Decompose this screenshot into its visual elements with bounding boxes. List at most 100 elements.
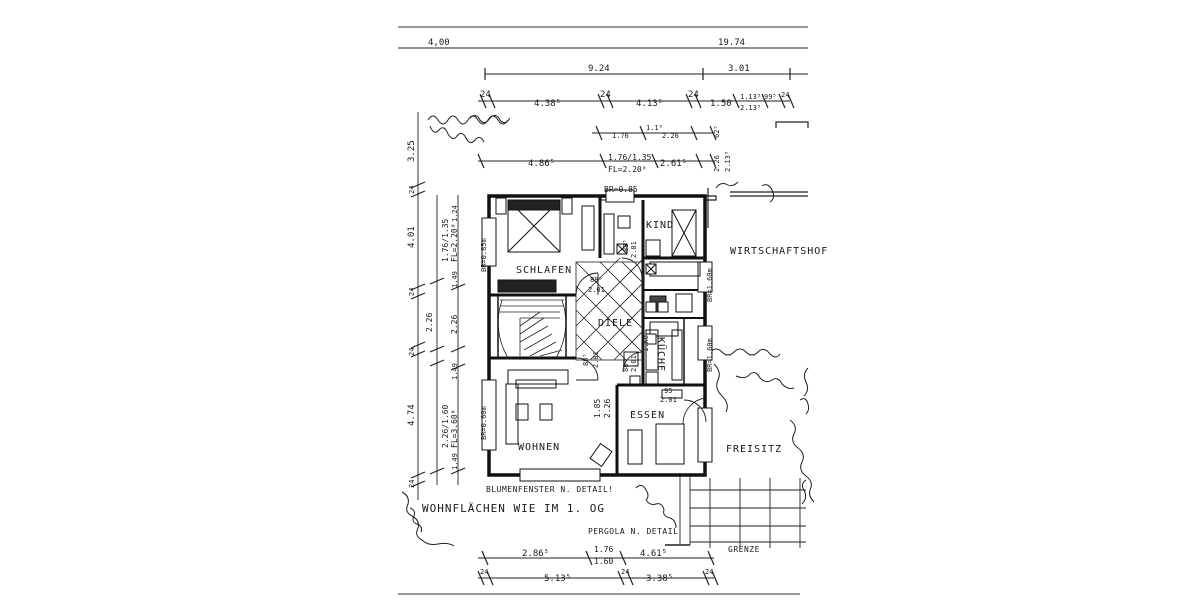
- dim-5-13: 5.13⁵: [544, 574, 571, 584]
- dim-2-26-1-60: 2.26/1.60: [441, 404, 450, 448]
- dim-3-01: 3.01: [728, 64, 750, 74]
- left-dimension-chains: [410, 112, 466, 500]
- opening-br-0-60m: BR=0.60m: [480, 406, 488, 440]
- dim-2-26: 2.26: [603, 399, 612, 418]
- opening-br-0-85: BR=0.85: [604, 185, 638, 194]
- dim-1-76-1-35: 1.76/1.35: [608, 153, 652, 162]
- room-label-diele: DIELE: [598, 318, 633, 329]
- left-dimension-labels: 3.25 24 4.01 24 2.26 24 4.74 24 1.76/1.3…: [407, 140, 459, 488]
- door-2-01: 2.01: [592, 351, 600, 368]
- door-95: 95: [664, 387, 672, 395]
- dim-9-24: 9.24: [588, 64, 610, 74]
- dim-24: 24: [408, 288, 416, 296]
- door-2-01: 2.01: [660, 396, 677, 404]
- door-2-01: 2.01: [588, 286, 605, 294]
- dim-2-26: 2.26: [450, 315, 459, 334]
- dim-1-76-1-35: 1.76/1.35: [441, 218, 450, 262]
- top-dimension-labels: 4,00 19.74 9.24 3.01 24 4.38⁵ 24 4.13⁵ 2…: [428, 38, 789, 174]
- dim-4-74: 4.74: [407, 404, 417, 426]
- staircase: [497, 299, 567, 359]
- dim-99: 99⁵: [764, 93, 777, 101]
- dim-1-76: 1.76: [612, 132, 629, 140]
- dim-1-10: 1.1⁰: [646, 124, 663, 132]
- dim-1-24: 1.24: [451, 205, 459, 222]
- wirtschaftshof-wall: [700, 121, 809, 228]
- room-label-schlafen: SCHLAFEN: [516, 265, 572, 276]
- dim-24: 24: [705, 568, 713, 576]
- dim-2-26-v: 2.26: [713, 155, 721, 172]
- door-swings: [575, 257, 707, 425]
- bottom-dimension-chains: [477, 550, 719, 586]
- note-blumenfenster: BLUMENFENSTER N. DETAIL!: [486, 485, 614, 494]
- symbol-boxes: [616, 243, 683, 399]
- door-88: 88⁵: [622, 239, 630, 252]
- dim-19-74: 19.74: [718, 38, 745, 48]
- dim-1-50: 1.50: [710, 99, 732, 109]
- dim-24: 24: [621, 568, 629, 576]
- door-88: 88⁵: [582, 353, 590, 366]
- door-2-01: 2.01: [630, 355, 638, 372]
- dim-1-49: 1.49: [451, 271, 459, 288]
- dim-2-26: 2.26: [425, 313, 434, 332]
- dim-3-38: 3.38⁵: [646, 574, 673, 584]
- dim-2-13-v: 2.13⁵: [724, 151, 732, 172]
- room-label-wohnen: WOHNEN: [518, 442, 560, 453]
- dim-4-01: 4.01: [407, 226, 417, 248]
- door-88: 88⁵: [622, 359, 630, 372]
- dim-2-13: 2.13⁵: [740, 104, 761, 112]
- bottom-dimension-labels: 2.86⁵ 1.76 1.60 4.61⁵ 24 5.13⁵ 24 3.38⁵ …: [480, 545, 713, 584]
- room-label-kind: KIND: [646, 220, 674, 231]
- opening-annotations: BR=0.85 BR=0.85m BR=0.60m BR=1.60m BR=1.…: [480, 185, 714, 440]
- sheet-border: [398, 26, 808, 595]
- dim-1-49: 1.49: [451, 453, 459, 470]
- opening-br-1-60m: BR=1.60m: [706, 338, 714, 372]
- room-labels: SCHLAFEN KIND DIELE KÜCHE WOHNEN ESSEN F…: [516, 220, 828, 455]
- top-dimension-chains: [398, 47, 808, 169]
- furniture: [495, 197, 701, 468]
- dim-24: 24: [600, 90, 611, 100]
- dim-24: 24: [480, 90, 491, 100]
- window-marks: [481, 189, 713, 482]
- dim-24: 24: [408, 480, 416, 488]
- note-grenze: GRENZE: [728, 545, 760, 554]
- dim-3-25: 3.25: [407, 140, 417, 162]
- dim-4-86: 4.86⁵: [528, 159, 555, 169]
- room-label-essen: ESSEN: [630, 410, 665, 421]
- plan-notes: BLUMENFENSTER N. DETAIL! WOHNFLÄCHEN WIE…: [422, 485, 760, 554]
- pergola-terrace: [665, 476, 806, 548]
- opening-br-0-85m: BR=0.85m: [480, 238, 488, 272]
- dim-4-38: 4.38⁵: [534, 99, 561, 109]
- dim-1-ke: 1.Ke: [642, 335, 650, 352]
- note-pergola: PERGOLA N. DETAIL: [588, 527, 678, 536]
- dim-1-76: 1.76: [594, 545, 613, 554]
- dim-24: 24: [480, 568, 488, 576]
- room-label-wirtschaftshof: WIRTSCHAFTSHOF: [730, 246, 828, 257]
- dim-1-85: 1.85: [593, 399, 602, 418]
- dim-2-26: 2.26: [662, 132, 679, 140]
- opening-br-1-60m: BR=1.60m: [706, 268, 714, 302]
- dim-4-61: 4.61⁵: [640, 549, 667, 559]
- dim-fl-2-20: FL=2.20⁰: [450, 223, 459, 262]
- dim-24: 24: [781, 91, 789, 99]
- dim-24: 24: [688, 90, 699, 100]
- dim-4-00: 4,00: [428, 38, 450, 48]
- dim-4-13: 4.13⁵: [636, 99, 663, 109]
- dim-1-49: 1.49: [451, 363, 459, 380]
- dim-fl-2-20: FL=2.20⁰: [608, 165, 647, 174]
- dim-fl-3-60: FL=3.60⁰: [450, 409, 459, 448]
- dim-24: 24: [408, 348, 416, 356]
- room-label-freisitz: FREISITZ: [726, 444, 782, 455]
- diele-tile-pattern: [575, 257, 644, 361]
- note-wohnflaechen: WOHNFLÄCHEN WIE IM 1. OG: [422, 502, 605, 515]
- dim-1-13: 1.13⁵: [740, 93, 761, 101]
- dim-1-60: 1.60: [594, 557, 613, 566]
- dim-24: 24: [408, 186, 416, 194]
- dim-2-61: 2.61⁵: [660, 159, 687, 169]
- door-88: 88⁵: [590, 276, 603, 284]
- dim-2-86: 2.86⁵: [522, 549, 549, 559]
- door-2-01: 2.01: [630, 241, 638, 258]
- room-label-kueche: KÜCHE: [655, 337, 668, 372]
- landscape-hedges: [401, 114, 815, 547]
- dim-62: 62⁵: [713, 125, 721, 138]
